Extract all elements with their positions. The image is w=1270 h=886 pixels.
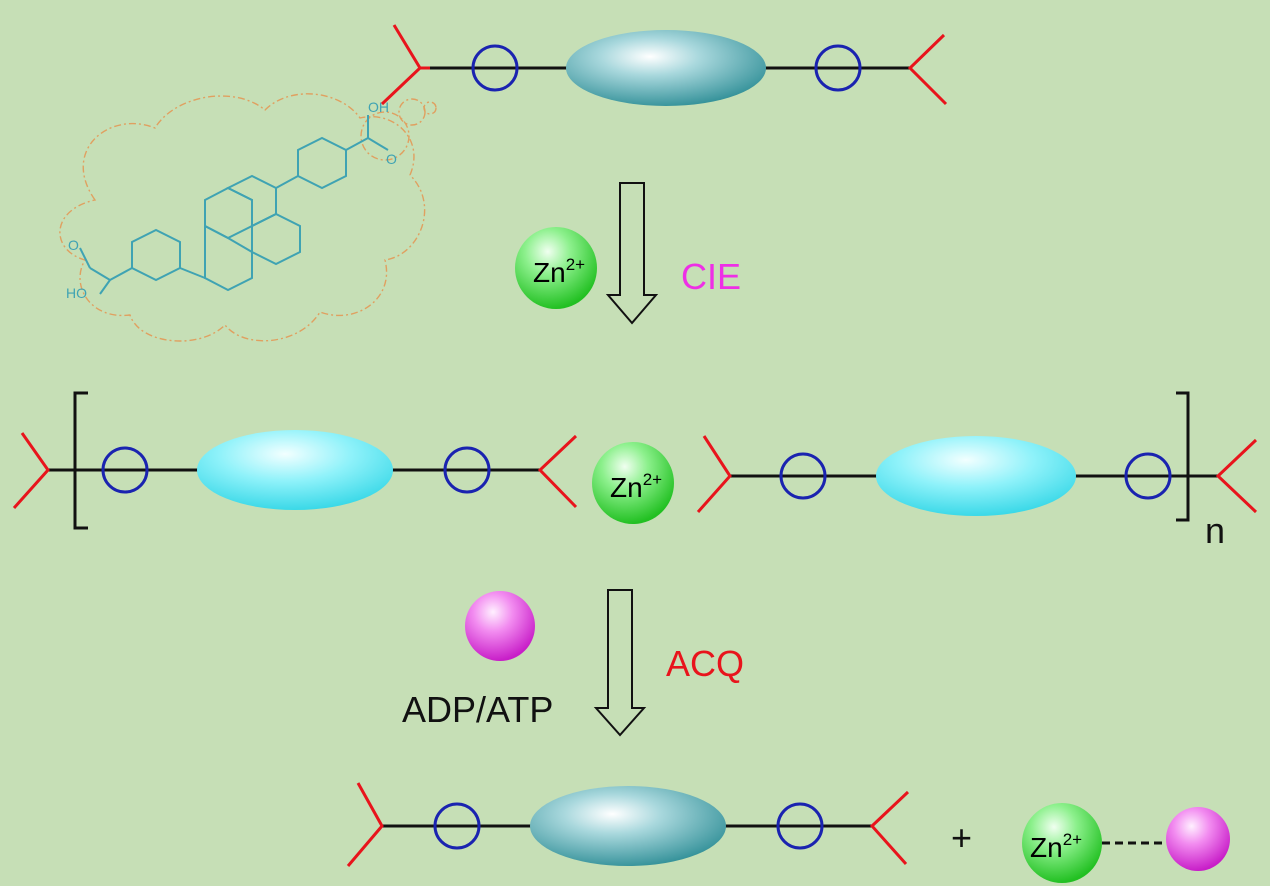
- zinc-sphere: [1022, 803, 1102, 883]
- cloud-bubble-large: [360, 111, 410, 161]
- carboxylate-end: [1215, 438, 1258, 514]
- pyrene-dicarboxylic-acid-molecule: [79, 115, 389, 295]
- bond: [275, 175, 299, 189]
- phenyl-ring-left: [131, 228, 181, 282]
- bond: [79, 247, 91, 269]
- zinc-label: Zn2+: [1030, 830, 1082, 863]
- cloud-outline: [59, 93, 426, 342]
- molecule-atom-labels: OH O O HO: [66, 99, 397, 301]
- carboxylate-end: [346, 782, 384, 867]
- zinc-label: Zn2+: [533, 255, 585, 288]
- bond: [89, 267, 111, 281]
- nucleotide-sphere: [465, 591, 535, 661]
- cie-label: CIE: [681, 256, 741, 297]
- linker-ring: [1124, 452, 1172, 500]
- zinc-sphere: [515, 227, 597, 309]
- fluorophore-core-aggregated: [197, 430, 393, 510]
- bond: [109, 267, 133, 281]
- molecule-thought-cloud: [59, 93, 437, 342]
- polymer-index-n: n: [1205, 510, 1225, 551]
- linker-ring: [443, 446, 491, 494]
- carboxylate-end: [12, 432, 50, 510]
- linker-ring: [814, 44, 862, 92]
- atom-o-left: O: [68, 237, 79, 253]
- bracket-left: [73, 391, 88, 530]
- fluorophore-core: [566, 30, 766, 106]
- ligand-unit-released: [346, 782, 910, 867]
- zinc-ion-reagent: Zn2+: [515, 227, 597, 309]
- coordination-polymer: Zn2+ n: [12, 391, 1258, 551]
- nucleotide-sphere: [1166, 807, 1230, 871]
- zinc-sphere: [592, 442, 674, 524]
- carboxylate-end: [537, 434, 578, 509]
- atom-ho-left: HO: [66, 285, 87, 301]
- atom-o-top: O: [386, 151, 397, 167]
- carboxylate-end: [869, 790, 910, 866]
- carboxylate-end: [696, 435, 732, 513]
- fluorophore-core: [530, 786, 726, 866]
- linker-ring: [776, 802, 824, 850]
- pyrene-ring-4: [204, 224, 253, 292]
- cloud-bubble-medium: [398, 98, 426, 126]
- adp-atp-label: ADP/ATP: [402, 689, 553, 730]
- step-arrow-down-2: [593, 589, 647, 737]
- step-arrow-down-1: [605, 182, 659, 325]
- phenyl-ring-right: [297, 136, 347, 190]
- carboxylate-end-right: [907, 33, 948, 106]
- nucleotide-reagent: [465, 591, 535, 661]
- plus-sign: +: [951, 817, 972, 858]
- linker-ring: [433, 802, 481, 850]
- bond: [367, 137, 389, 151]
- zinc-nucleotide-complex: Zn2+: [1022, 803, 1230, 883]
- ligand-unit-top: [380, 24, 948, 106]
- bond: [179, 267, 206, 279]
- fluorophore-core-aggregated: [876, 436, 1076, 516]
- bond: [345, 137, 369, 151]
- pyrene-ring-3: [251, 212, 301, 266]
- linker-ring: [101, 446, 149, 494]
- bond: [99, 279, 111, 295]
- zinc-label: Zn2+: [610, 470, 662, 503]
- cloud-bubble-small: [423, 101, 437, 115]
- bracket-right: [1176, 391, 1190, 522]
- carboxylate-end-left: [380, 24, 430, 106]
- linker-ring: [779, 452, 827, 500]
- linker-ring: [471, 44, 519, 92]
- acq-label: ACQ: [666, 643, 744, 684]
